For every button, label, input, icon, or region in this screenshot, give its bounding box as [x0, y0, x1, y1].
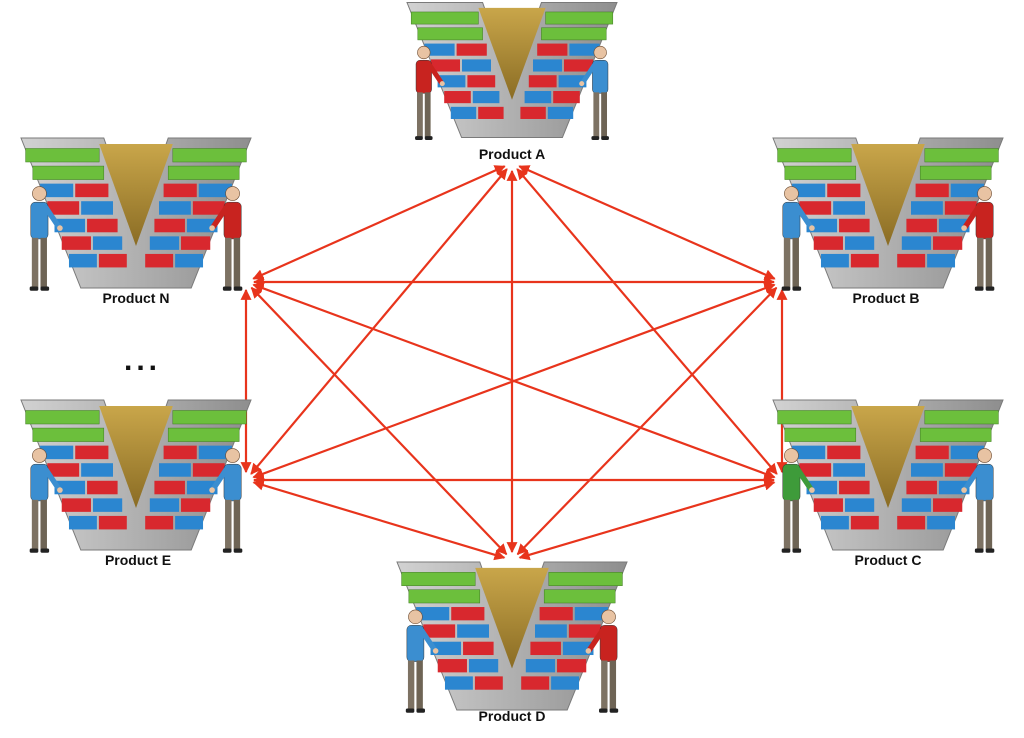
product-b-label: Product B	[852, 290, 920, 306]
arrow-a-b	[518, 165, 776, 280]
person-figure	[405, 609, 439, 713]
v-model-b	[772, 137, 1004, 291]
person-figure	[585, 609, 619, 713]
product-nodes	[20, 2, 1004, 713]
product-a-label: Product A	[478, 146, 546, 162]
product-n-label: Product N	[102, 290, 170, 306]
v-model-a	[406, 2, 618, 140]
person-figure	[781, 448, 815, 553]
more-products-ellipsis: ...	[124, 344, 162, 377]
v-model-n	[20, 137, 252, 291]
connection-arrows	[240, 165, 788, 561]
person-figure	[961, 186, 995, 291]
v-model-d	[396, 561, 628, 713]
arrow-a-e	[250, 168, 508, 475]
person-figure	[29, 448, 63, 553]
arrow-d-e	[252, 479, 506, 561]
person-figure	[29, 186, 63, 291]
arrow-d-n	[250, 286, 508, 556]
person-figure	[579, 45, 609, 140]
arrow-a-n	[252, 165, 506, 280]
v-model-e	[20, 399, 252, 553]
arrow-b-d	[516, 286, 778, 556]
arrow-c-d	[518, 479, 776, 561]
v-model-c	[772, 399, 1004, 553]
person-figure	[209, 448, 243, 553]
product-e-label: Product E	[104, 552, 172, 568]
person-figure	[781, 186, 815, 291]
person-figure	[961, 448, 995, 553]
person-figure	[415, 45, 445, 140]
arrow-a-c	[516, 168, 778, 475]
product-c-label: Product C	[854, 552, 922, 568]
person-figure	[209, 186, 243, 291]
product-d-label: Product D	[478, 708, 546, 724]
